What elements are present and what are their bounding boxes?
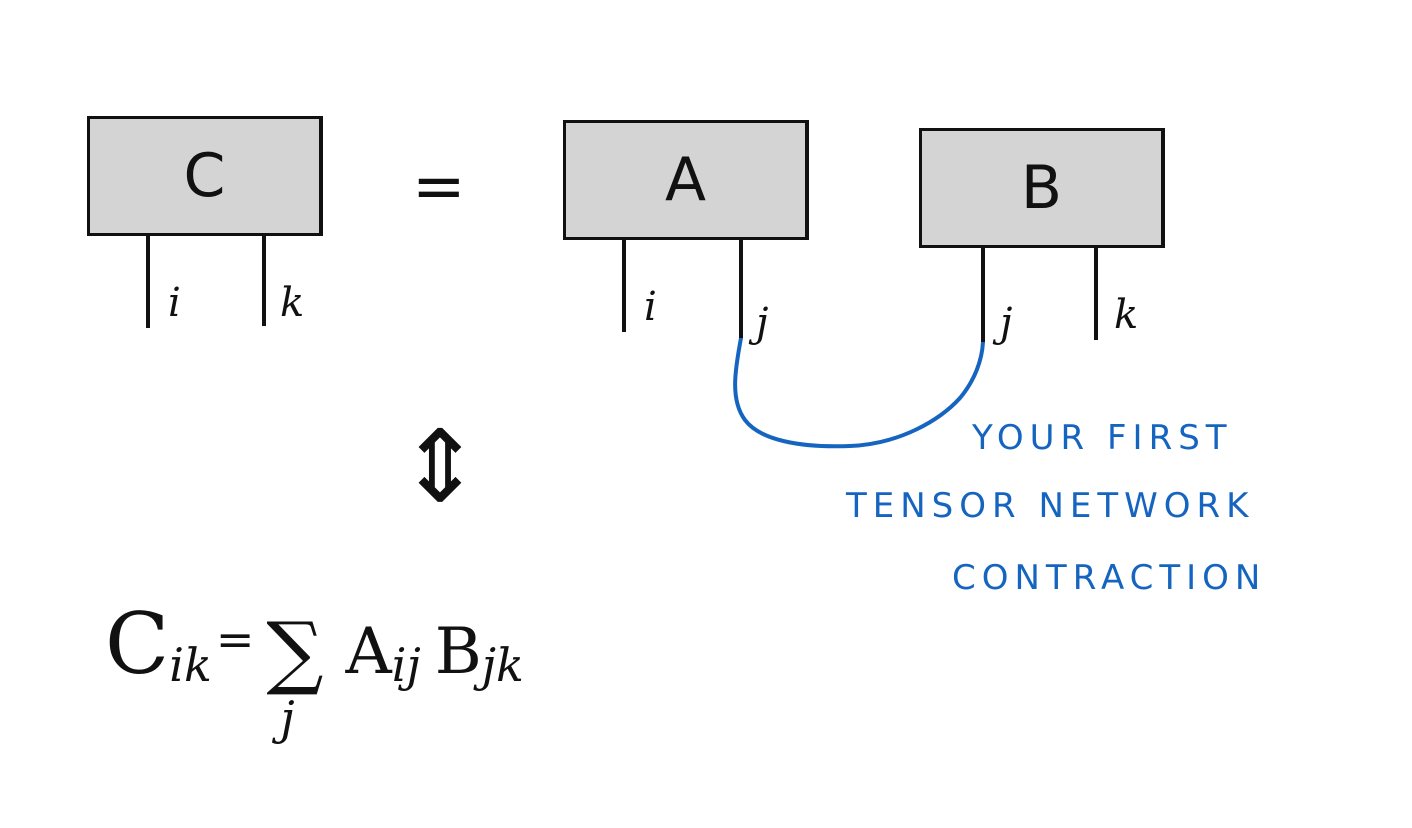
formula-sum-index: j [280,691,295,745]
formula-equals: = [215,612,255,666]
tensor-a-label: A [664,145,707,215]
formula-lhs: C [105,595,170,693]
tensor-c-box: C [87,116,323,236]
tensor-c-leg-i [146,236,150,328]
tensor-b-leg-k [1094,248,1098,340]
tensor-c-label: C [183,141,226,211]
annotation-line-3: CONTRACTION [952,558,1267,598]
tensor-b-index-j: j [1000,300,1013,346]
tensor-a-index-j: j [756,300,769,346]
tensor-b-box: B [919,128,1165,248]
equivalence-arrow-icon: ⇕ [398,408,482,525]
tensor-b-leg-j [981,248,985,342]
formula-sum-symbol: ∑j [266,605,324,745]
formula-term-a-subscript: ij [391,638,421,692]
annotation-line-2: TENSOR NETWORK [846,486,1255,526]
tensor-c-index-k: k [280,280,305,326]
tensor-c-leg-k [262,236,266,326]
formula-sum-glyph: ∑ [266,605,324,698]
contraction-curve [733,336,985,449]
formula-term-b: B [434,615,482,689]
equals-sign: = [412,150,466,224]
tensor-a-leg-j [739,240,743,338]
tensor-a-leg-i [622,240,626,332]
tensor-b-label: B [1020,153,1063,223]
tensor-a-box: A [563,120,809,240]
tensor-b-index-k: k [1114,292,1139,338]
tensor-a-index-i: i [644,284,657,330]
formula-term-b-subscript: jk [481,638,524,692]
tensor-c-index-i: i [168,280,181,326]
formula-term-a: A [345,615,392,689]
formula-lhs-subscript: ik [169,638,212,692]
annotation-line-1: YOUR FIRST [972,418,1233,458]
